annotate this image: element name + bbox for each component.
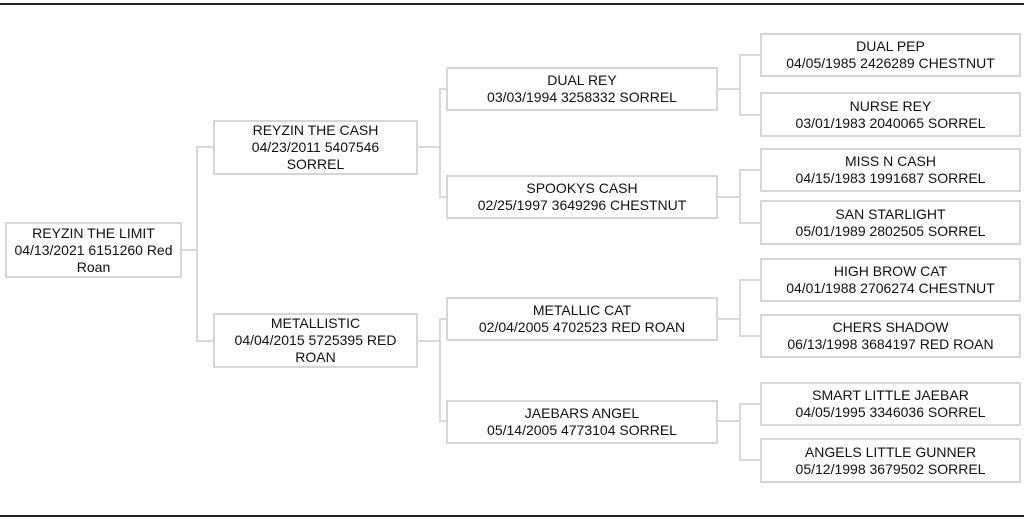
- connector: [739, 169, 741, 224]
- connector: [196, 146, 213, 148]
- horse-box-dam-sire[interactable]: METALLIC CAT 02/04/2005 4702523 RED ROAN: [446, 297, 718, 341]
- horse-name: MISS N CASH: [844, 153, 936, 169]
- connector: [718, 196, 740, 198]
- horse-details: 04/05/1985 2426289 CHESTNUT: [786, 55, 995, 71]
- horse-name: SPOOKYS CASH: [526, 180, 638, 196]
- horse-box-gen3[interactable]: HIGH BROW CAT 04/01/1988 2706274 CHESTNU…: [760, 258, 1021, 302]
- connector: [739, 114, 760, 116]
- connector: [739, 222, 760, 224]
- connector: [739, 54, 741, 116]
- horse-details: 05/14/2005 4773104 SORREL: [487, 422, 677, 438]
- horse-name: CHERS SHADOW: [832, 319, 949, 335]
- horse-name: ANGELS LITTLE GUNNER: [804, 443, 977, 460]
- horse-name: SMART LITTLE JAEBAR: [812, 387, 969, 403]
- horse-details: 04/04/2015 5725395 RED: [234, 332, 397, 348]
- horse-name: METALLISTIC: [270, 315, 361, 331]
- connector: [739, 459, 760, 461]
- top-rule: [0, 3, 1024, 5]
- connector: [739, 169, 760, 171]
- horse-details-cont: Roan: [76, 258, 111, 275]
- horse-name: SAN STARLIGHT: [835, 205, 946, 222]
- connector: [439, 88, 441, 198]
- horse-details: 02/25/1997 3649296 CHESTNUT: [477, 197, 687, 213]
- connector: [739, 403, 741, 461]
- horse-box-gen3[interactable]: ANGELS LITTLE GUNNER 05/12/1998 3679502 …: [760, 438, 1021, 483]
- connector: [739, 403, 760, 405]
- horse-details: 04/13/2021 6151260 Red: [14, 241, 173, 258]
- horse-name: DUAL PEP: [856, 38, 925, 54]
- horse-box-gen3[interactable]: CHERS SHADOW 06/13/1998 3684197 RED ROAN: [760, 314, 1021, 358]
- horse-box-gen3[interactable]: MISS N CASH 04/15/1983 1991687 SORREL: [760, 148, 1021, 192]
- horse-name: JAEBARS ANGEL: [524, 405, 640, 421]
- horse-details: 04/15/1983 1991687 SORREL: [795, 170, 986, 186]
- connector: [718, 318, 740, 320]
- horse-details-cont: SORREL: [286, 156, 345, 172]
- horse-details: 03/01/1983 2040065 SORREL: [795, 114, 986, 131]
- horse-name: REYZIN THE CASH: [252, 122, 379, 138]
- connector: [196, 340, 213, 342]
- horse-details-cont: ROAN: [295, 349, 336, 365]
- horse-box-gen3[interactable]: DUAL PEP 04/05/1985 2426289 CHESTNUT: [760, 33, 1021, 77]
- connector: [439, 318, 441, 422]
- connector: [739, 335, 760, 337]
- connector: [439, 420, 446, 422]
- connector: [739, 54, 760, 56]
- connector: [418, 146, 440, 148]
- horse-details: 03/03/1994 3258332 SORREL: [487, 89, 677, 105]
- horse-box-subject[interactable]: REYZIN THE LIMIT 04/13/2021 6151260 Red …: [5, 222, 182, 278]
- horse-name: NURSE REY: [849, 97, 932, 114]
- horse-box-sire-sire[interactable]: DUAL REY 03/03/1994 3258332 SORREL: [446, 67, 718, 111]
- horse-box-dam[interactable]: METALLISTIC 04/04/2015 5725395 RED ROAN: [213, 313, 418, 368]
- horse-details: 04/05/1995 3346036 SORREL: [795, 404, 986, 420]
- connector: [439, 318, 446, 320]
- horse-details: 04/01/1988 2706274 CHESTNUT: [786, 280, 995, 296]
- horse-name: DUAL REY: [547, 72, 617, 88]
- horse-box-sire[interactable]: REYZIN THE CASH 04/23/2011 5407546 SORRE…: [213, 120, 418, 175]
- connector: [739, 279, 741, 337]
- connector: [739, 279, 760, 281]
- horse-box-gen3[interactable]: NURSE REY 03/01/1983 2040065 SORREL: [760, 92, 1021, 137]
- horse-box-gen3[interactable]: SAN STARLIGHT 05/01/1989 2802505 SORREL: [760, 200, 1021, 245]
- connector: [418, 340, 440, 342]
- horse-box-sire-dam[interactable]: SPOOKYS CASH 02/25/1997 3649296 CHESTNUT: [446, 175, 718, 219]
- horse-box-dam-dam[interactable]: JAEBARS ANGEL 05/14/2005 4773104 SORREL: [446, 400, 718, 444]
- bottom-rule: [0, 515, 1024, 517]
- horse-details: 05/01/1989 2802505 SORREL: [795, 222, 986, 239]
- horse-details: 06/13/1998 3684197 RED ROAN: [787, 336, 994, 352]
- horse-name: METALLIC CAT: [532, 302, 632, 318]
- connector: [439, 196, 446, 198]
- connector: [718, 88, 740, 90]
- horse-details: 05/12/1998 3679502 SORREL: [795, 460, 986, 477]
- horse-box-gen3[interactable]: SMART LITTLE JAEBAR 04/05/1995 3346036 S…: [760, 382, 1021, 426]
- connector: [439, 88, 446, 90]
- connector: [182, 249, 198, 251]
- horse-details: 04/23/2011 5407546: [251, 139, 380, 155]
- connector: [718, 420, 740, 422]
- horse-name: REYZIN THE LIMIT: [32, 224, 155, 241]
- connector: [196, 146, 198, 342]
- horse-details: 02/04/2005 4702523 RED ROAN: [478, 319, 686, 335]
- horse-name: HIGH BROW CAT: [833, 263, 948, 279]
